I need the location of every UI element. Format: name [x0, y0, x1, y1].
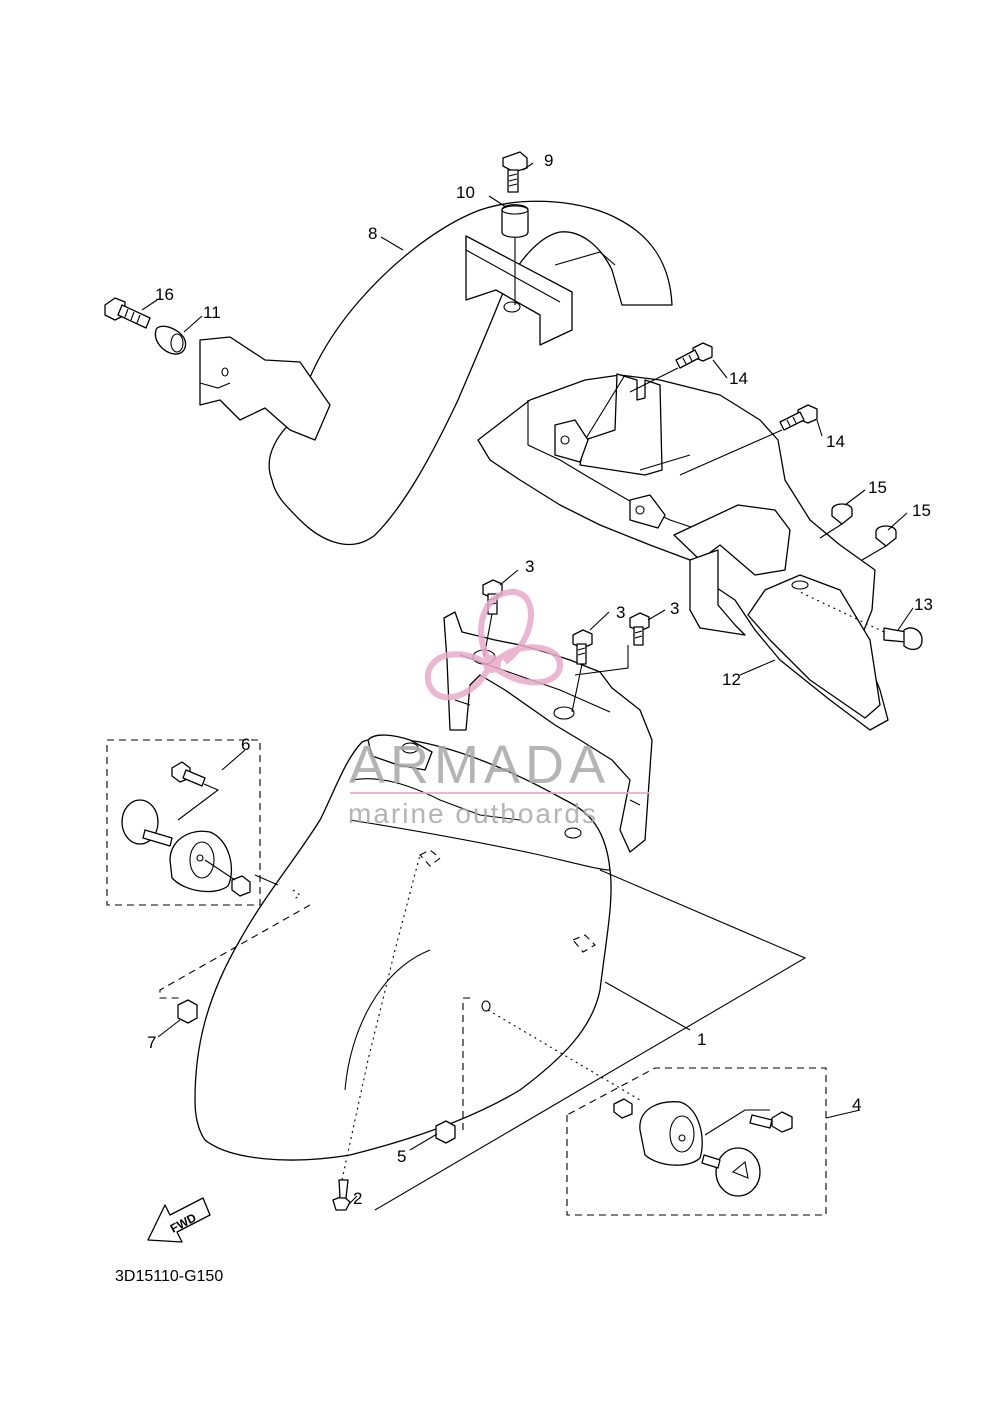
callout-13: 13 [914, 595, 933, 614]
grommet-part-6-cap[interactable] [121, 799, 173, 847]
grommet-part-4-cap[interactable] [701, 1147, 761, 1197]
grommet-part-6-nut[interactable] [231, 875, 251, 897]
grommet-part-6-damper[interactable] [169, 830, 232, 893]
propeller-blade-left [424, 651, 491, 701]
callout-14-lower: 14 [826, 432, 845, 451]
callout-15-left: 15 [868, 478, 887, 497]
watermark-tagline: marine outboards [348, 798, 598, 829]
callout-9: 9 [544, 151, 553, 170]
collar-part-5[interactable] [435, 1120, 456, 1144]
fwd-direction-arrow: FWD [147, 1197, 211, 1243]
callout-3-top: 3 [525, 557, 534, 576]
collar-part-11[interactable] [154, 325, 187, 355]
bolt-part-14-upper[interactable] [675, 342, 713, 369]
propeller-hub [483, 655, 501, 673]
grommet-part-4-damper[interactable] [639, 1101, 703, 1166]
callout-10: 10 [456, 183, 475, 202]
part-6-group-box [106, 739, 261, 906]
clip-part-15-right[interactable] [875, 525, 897, 547]
bolt-part-3-mid[interactable] [572, 629, 593, 665]
callout-11: 11 [203, 303, 221, 322]
screw-part-2[interactable] [332, 1179, 351, 1211]
callout-4: 4 [852, 1095, 861, 1114]
bolt-part-9[interactable] [502, 151, 528, 193]
callout-1: 1 [697, 1030, 706, 1049]
watermark-brand: ARMADA [349, 735, 610, 795]
callout-14-upper: 14 [729, 369, 748, 388]
rivet-part-13[interactable] [883, 627, 923, 651]
callout-2: 2 [353, 1189, 362, 1208]
grommet-part-4-nut[interactable] [613, 1098, 633, 1119]
armada-watermark: ARMADA marine outboards [348, 588, 650, 829]
grommet-part-4-bolt[interactable] [749, 1111, 793, 1133]
callout-5: 5 [397, 1147, 406, 1166]
part-4-group-box [566, 1067, 827, 1216]
callout-16: 16 [155, 285, 174, 304]
front-fender-part-1[interactable] [194, 734, 612, 1161]
bolt-part-16[interactable] [104, 297, 151, 329]
callout-12: 12 [722, 670, 741, 689]
propeller-blade-top [478, 588, 534, 665]
rear-fender-part-8[interactable] [199, 200, 673, 546]
callout-15-right: 15 [912, 501, 931, 520]
rear-inner-fender-part-12[interactable] [477, 373, 889, 731]
collar-part-7[interactable] [177, 999, 198, 1024]
diagram-code: 3D15110-G150 [115, 1268, 223, 1285]
clip-part-15-left[interactable] [831, 503, 853, 525]
callout-labels: 1 2 3 3 3 4 5 6 7 8 9 10 11 12 13 14 14 … [147, 151, 933, 1208]
bolt-part-3-right[interactable] [629, 612, 650, 646]
collar-part-10[interactable] [501, 204, 529, 238]
propeller-blade-right [493, 644, 564, 686]
grommet-part-6-bolt[interactable] [171, 761, 206, 787]
callout-8: 8 [368, 224, 377, 243]
callout-6: 6 [241, 735, 250, 754]
callout-3-right: 3 [670, 599, 679, 618]
callout-7: 7 [147, 1033, 156, 1052]
propeller-logo-icon [424, 588, 564, 701]
bolt-part-14-lower[interactable] [779, 404, 818, 431]
callout-3-mid: 3 [616, 603, 625, 622]
